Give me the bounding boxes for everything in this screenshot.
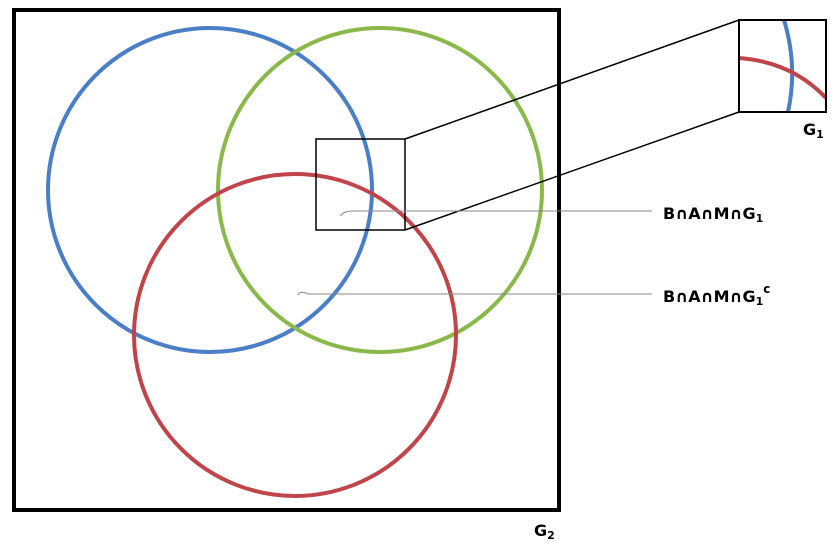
zoom-line-bottom (404, 111, 740, 231)
g2-frame (12, 8, 561, 512)
leader-line-inner (339, 210, 652, 217)
label-inner-region: B∩A∩M∩G1 (663, 204, 763, 225)
inset-arc-m (739, 56, 826, 100)
label-outer-region: B∩A∩M∩G1c (663, 282, 770, 308)
zoom-line-top (404, 19, 740, 140)
g1-frame (738, 19, 827, 113)
g1-inset (738, 19, 827, 113)
label-g2: G2 (534, 521, 555, 542)
circle-m (132, 172, 458, 498)
circle-b (46, 26, 374, 354)
circle-a (216, 26, 544, 354)
zoom-source-box (315, 138, 406, 231)
inset-arc-b (782, 20, 795, 112)
label-g1: G1 (803, 120, 824, 141)
leader-line-outer (297, 291, 652, 296)
